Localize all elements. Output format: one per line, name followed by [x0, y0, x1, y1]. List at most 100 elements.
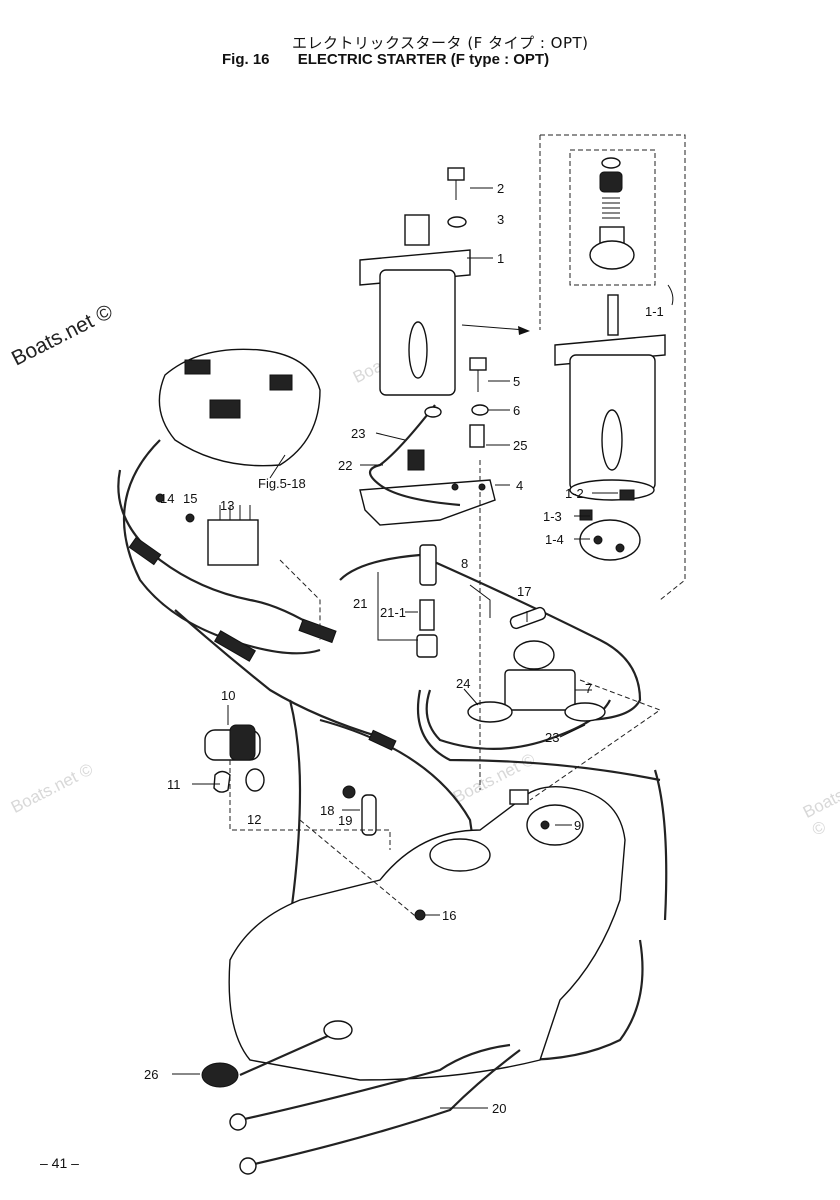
callout-1-4: 1-4	[545, 532, 564, 547]
rectifier-fins	[219, 505, 251, 520]
callout-7: 7	[585, 681, 592, 696]
callout-18: 18	[320, 803, 334, 818]
battery-terminal	[239, 1157, 257, 1175]
cable-boot	[407, 449, 425, 471]
leader-line	[269, 454, 286, 479]
callout-23b: 23	[545, 730, 559, 745]
battery-lead	[239, 1033, 331, 1077]
neutral-switch-body	[229, 724, 256, 761]
callout-24: 24	[456, 676, 470, 691]
callout-3: 3	[497, 212, 504, 227]
callout-20: 20	[492, 1101, 506, 1116]
callout-6: 6	[513, 403, 520, 418]
seal-washer	[245, 768, 265, 792]
starter-cable	[368, 404, 461, 507]
lead-clamp	[564, 702, 606, 722]
wire-harness	[117, 469, 321, 631]
cable-terminal	[424, 406, 442, 418]
starter-relay	[504, 669, 576, 711]
brush-holder-bolt	[593, 535, 603, 545]
connector-female	[416, 634, 438, 658]
figure-number: Fig. 16	[222, 51, 270, 68]
battery-cable	[239, 1043, 511, 1122]
wire-harness	[519, 939, 644, 1062]
screw	[155, 493, 165, 503]
callout-21: 21	[353, 596, 367, 611]
washer	[471, 404, 489, 416]
engine-boss	[429, 838, 491, 872]
washer-part	[185, 513, 195, 523]
guide-line	[229, 760, 391, 850]
callout-17: 17	[517, 584, 531, 599]
callout-12: 12	[247, 812, 261, 827]
grommet-seat	[323, 1020, 353, 1040]
callout-2: 2	[497, 181, 504, 196]
wire-harness	[416, 689, 661, 782]
starter-window-detail	[601, 409, 623, 471]
mount-pad	[509, 789, 529, 805]
callout-1: 1	[497, 251, 504, 266]
engine-block	[228, 785, 626, 1081]
battery-terminal	[229, 1113, 247, 1131]
wire-harness	[122, 439, 321, 655]
bolt	[540, 820, 550, 830]
detail-box-outline	[540, 134, 686, 601]
connector	[368, 729, 397, 751]
connector	[213, 630, 257, 662]
bracket-hole	[451, 483, 459, 491]
lead-clamp	[467, 701, 513, 723]
callout-8: 8	[461, 556, 468, 571]
brush-spring-part	[579, 509, 593, 521]
relay-lead	[425, 689, 611, 750]
bolt-head	[447, 167, 465, 181]
leader-line	[667, 284, 674, 306]
pinion-stop-collar	[599, 171, 623, 193]
cable-clamp	[361, 794, 377, 836]
leader-line	[463, 688, 479, 706]
starter-relay-top	[513, 640, 555, 670]
brush-holder-plate	[579, 519, 641, 561]
callout-1-2: 1-2	[565, 486, 584, 501]
callout-13: 13	[220, 498, 234, 513]
rectifier	[207, 519, 259, 566]
callout-15: 15	[183, 491, 197, 506]
callout-11: 11	[167, 777, 181, 792]
callout-16: 16	[442, 908, 456, 923]
magneto-coil	[209, 399, 241, 419]
wire-harness	[653, 769, 668, 921]
leader-line	[469, 584, 491, 618]
magneto-coil	[269, 374, 293, 391]
starter-pinion	[404, 214, 430, 246]
guide-line	[279, 559, 321, 640]
callout-23: 23	[351, 426, 365, 441]
detail-arrow	[461, 324, 526, 331]
pinion-detail-box	[569, 149, 656, 286]
figure-title-english: ELECTRIC STARTER (F type : OPT)	[297, 51, 550, 68]
title-japanese: エレクトリックスタータ (F タイプ : OPT)	[292, 34, 589, 52]
callout-10: 10	[221, 688, 235, 703]
connector-sleeve	[419, 599, 435, 631]
page-number: – 41 –	[40, 1155, 79, 1171]
callout-25: 25	[513, 438, 527, 453]
brush-part	[619, 489, 635, 501]
fig-ref-label: Fig.5-18	[258, 476, 306, 491]
clamp-screw	[342, 785, 356, 799]
relay-terminal	[509, 606, 547, 630]
battery-grommet	[201, 1062, 239, 1088]
callout-26: 26	[144, 1067, 158, 1082]
pinion-ring	[601, 157, 621, 169]
retaining-clip	[213, 770, 231, 793]
figure-title: Fig. 16 ELECTRIC STARTER (F type : OPT)	[222, 51, 549, 68]
leader-line	[375, 432, 406, 441]
washer	[447, 216, 467, 228]
leader-bracket	[377, 572, 418, 641]
pinion-base	[589, 240, 635, 270]
connector-male	[419, 544, 437, 586]
wire-harness	[429, 558, 642, 722]
leader-line	[559, 724, 586, 738]
callout-5: 5	[513, 374, 520, 389]
bolt-head	[469, 357, 487, 371]
callout-19: 19	[338, 813, 352, 828]
guide-line	[299, 819, 421, 921]
